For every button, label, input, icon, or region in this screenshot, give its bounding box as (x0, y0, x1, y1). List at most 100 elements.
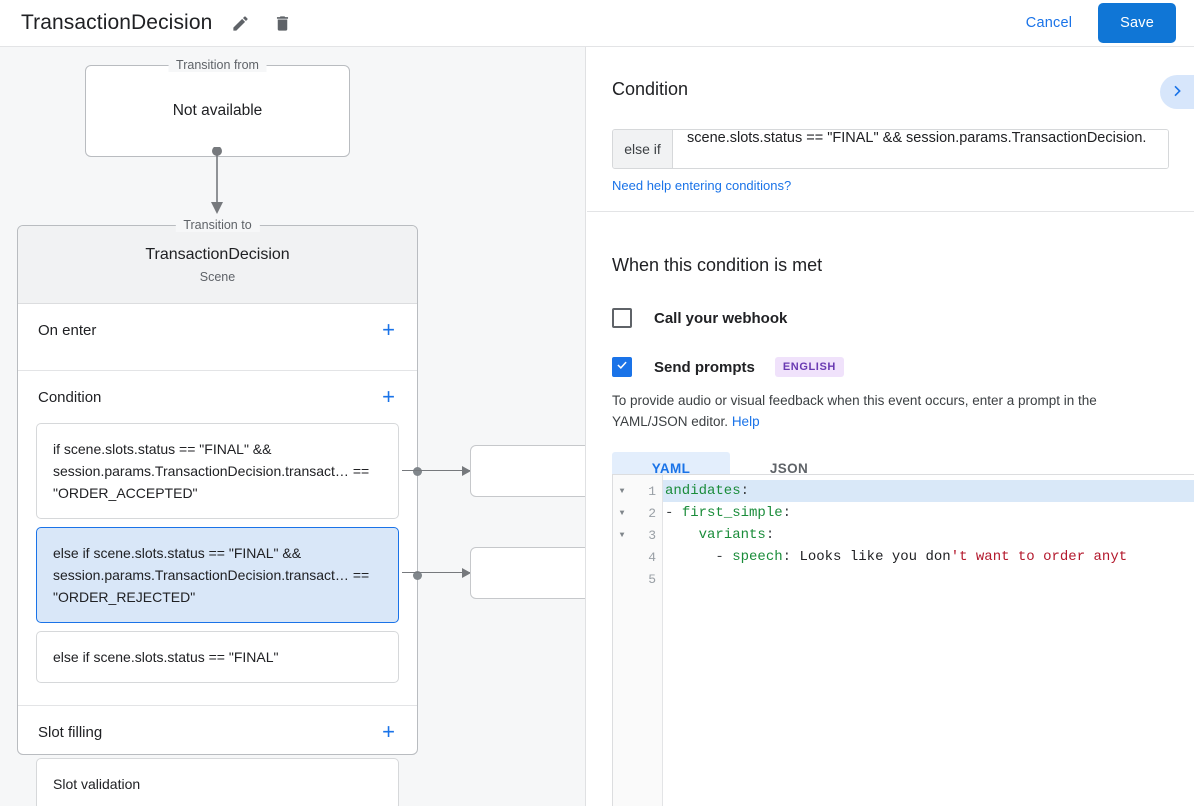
condition-item-text: if scene.slots.status == "FINAL" && sess… (53, 441, 370, 501)
code-token: first_simple (681, 505, 783, 521)
checkmark-icon (615, 358, 629, 377)
code-token: : (765, 527, 775, 543)
code-token: andidates (665, 483, 741, 499)
send-prompts-checkbox[interactable] (612, 357, 632, 377)
condition-help-link[interactable]: Need help entering conditions? (612, 178, 792, 193)
transition-to-node[interactable]: Transition to TransactionDecision Scene … (17, 218, 422, 806)
delete-button[interactable] (268, 9, 296, 37)
code-line[interactable]: - speech: Looks like you don't want to o… (663, 546, 1194, 568)
tab-json[interactable]: JSON (730, 452, 848, 485)
editor-code-area[interactable]: andidates:- first_simple: variants: - sp… (663, 475, 1194, 806)
transition-from-legend: Transition from (168, 58, 267, 72)
code-line[interactable] (663, 568, 1194, 590)
save-button[interactable]: Save (1098, 3, 1176, 43)
section-slot-filling-title: Slot filling (38, 723, 103, 741)
app-header: TransactionDecision Cancel Save (0, 0, 1194, 47)
condition-item[interactable]: if scene.slots.status == "FINAL" && sess… (36, 423, 422, 519)
line-number: 5 (648, 571, 656, 587)
add-slot-filling-button[interactable]: + (378, 719, 399, 745)
pencil-icon (231, 14, 250, 33)
condition-prefix-label: else if (613, 130, 673, 168)
line-number: 2 (648, 505, 656, 521)
condition-item-text: else if scene.slots.status == "FINAL" (53, 649, 279, 665)
gutter-line: ▼1 (613, 480, 662, 502)
code-token (665, 527, 699, 543)
call-webhook-label: Call your webhook (654, 309, 788, 327)
code-token: Looks like you don (799, 549, 951, 565)
fold-triangle-icon[interactable]: ▼ (619, 508, 625, 518)
code-line[interactable]: - first_simple: (663, 502, 1194, 524)
line-number: 3 (648, 527, 656, 543)
code-line[interactable]: andidates: (663, 480, 1194, 502)
edge-line (402, 470, 470, 472)
section-slot-filling: Slot filling + Slot validation (18, 706, 417, 806)
transition-from-value: Not available (172, 102, 263, 119)
chevron-right-icon (1169, 83, 1185, 102)
connector-dot (413, 467, 422, 476)
prompt-description-text: To provide audio or visual feedback when… (612, 393, 1097, 429)
section-condition: Condition + if scene.slots.status == "FI… (18, 371, 422, 706)
edge-to-target-2 (402, 568, 471, 578)
fold-triangle-icon[interactable]: ▼ (619, 530, 625, 540)
gutter-line: ▼2 (613, 502, 662, 524)
line-number: 1 (648, 483, 656, 499)
prompt-description: To provide audio or visual feedback when… (612, 390, 1174, 432)
code-line[interactable]: variants: (663, 524, 1194, 546)
call-webhook-checkbox[interactable] (612, 308, 632, 328)
code-token: - (665, 505, 682, 521)
edit-title-button[interactable] (226, 9, 254, 37)
section-slot-filling-header: Slot filling + (18, 706, 417, 758)
cancel-button[interactable]: Cancel (1014, 7, 1084, 39)
when-condition-met-heading: When this condition is met (612, 255, 823, 275)
panel-heading: Condition (612, 79, 689, 99)
panel-header: Condition else if scene.slots.status == … (587, 47, 1194, 212)
prompt-help-link[interactable]: Help (731, 414, 760, 429)
add-condition-button[interactable]: + (378, 384, 399, 410)
transition-to-subtitle: Scene (199, 269, 236, 284)
send-prompts-label: Send prompts (654, 358, 755, 376)
transition-to-header: TransactionDecision Scene (18, 226, 417, 304)
transition-to-title: TransactionDecision (145, 245, 290, 263)
connector-dot (413, 571, 422, 580)
section-on-enter: On enter + (18, 304, 417, 371)
code-token: : (782, 505, 792, 521)
condition-input-row[interactable]: else if scene.slots.status == "FINAL" &&… (612, 129, 1169, 169)
gutter-line: 5 (613, 568, 662, 590)
transition-from-node[interactable]: Transition from Not available (85, 58, 350, 157)
call-webhook-row[interactable]: Call your webhook (612, 308, 787, 328)
transition-to-legend: Transition to (175, 218, 260, 232)
send-prompts-row[interactable]: Send prompts ENGLISH (612, 357, 844, 377)
scene-graph-canvas[interactable]: Transition from Not available Transition… (0, 47, 586, 806)
code-token: speech (732, 549, 783, 565)
target-node-1[interactable] (470, 445, 585, 497)
language-badge: ENGLISH (774, 357, 844, 377)
arrow-head (462, 568, 471, 578)
condition-item-selected[interactable]: else if scene.slots.status == "FINAL" &&… (36, 527, 422, 623)
section-on-enter-title: On enter (38, 321, 97, 339)
section-condition-title: Condition (38, 388, 102, 406)
condition-item-text: else if scene.slots.status == "FINAL" &&… (53, 545, 370, 605)
slot-validation-item[interactable]: Slot validation (36, 758, 399, 806)
code-token: - (665, 549, 733, 565)
code-token: variants (698, 527, 766, 543)
condition-item[interactable]: else if scene.slots.status == "FINAL" (36, 631, 399, 683)
panel-body: When this condition is met Call your web… (587, 212, 1194, 806)
target-node-2[interactable] (470, 547, 585, 599)
trash-icon (273, 14, 292, 33)
code-token: : (782, 549, 800, 565)
condition-expression-input[interactable]: scene.slots.status == "FINAL" && session… (673, 130, 1168, 168)
arrow-head (462, 466, 471, 476)
add-on-enter-button[interactable]: + (378, 317, 399, 343)
line-number: 4 (648, 549, 656, 565)
gutter-line: 4 (613, 546, 662, 568)
edge-to-target-1 (402, 466, 471, 476)
fold-triangle-icon[interactable]: ▼ (619, 486, 625, 496)
code-token: : (740, 483, 750, 499)
code-token: 't want to order anyt (950, 549, 1128, 565)
edge-line (402, 572, 470, 574)
collapse-panel-button[interactable] (1160, 75, 1194, 109)
page-title: TransactionDecision (21, 11, 213, 34)
section-condition-header: Condition + (18, 371, 417, 423)
